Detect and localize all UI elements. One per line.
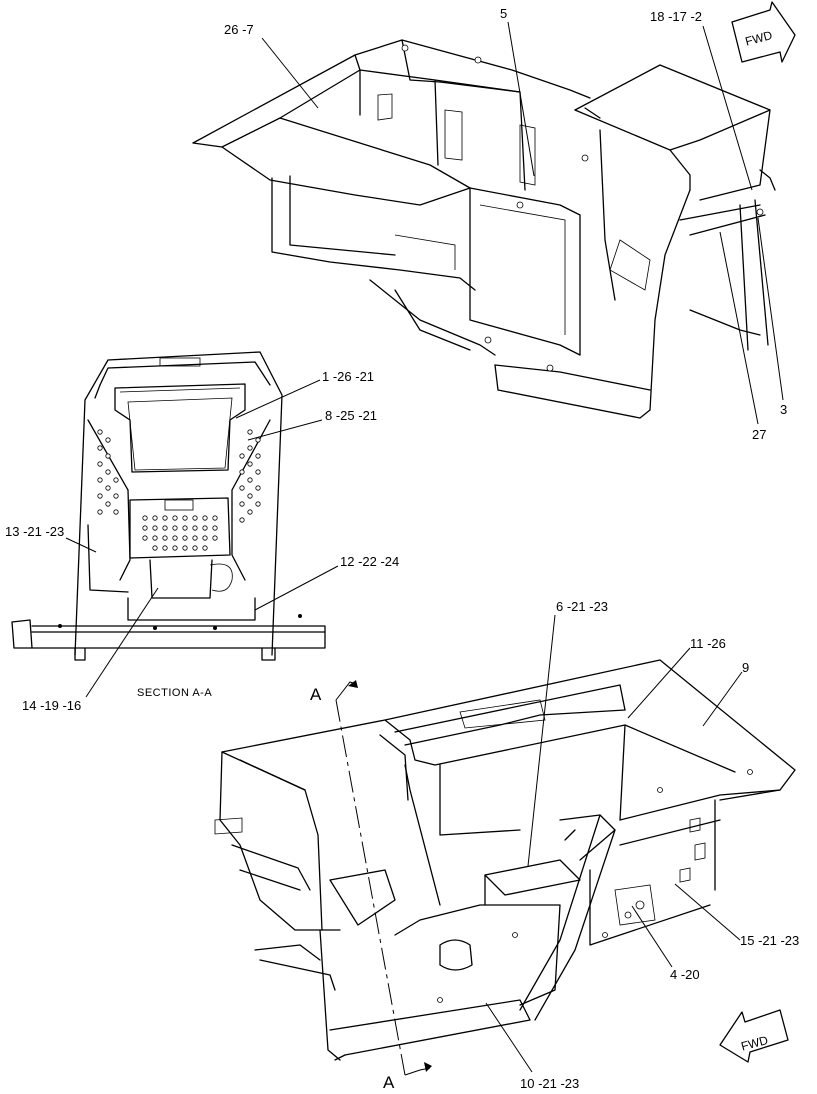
callout-9: 9 xyxy=(742,660,749,675)
perforations xyxy=(97,429,261,551)
callout-11-26: 11 -26 xyxy=(690,636,726,651)
callout-26-7: 26 -7 xyxy=(224,22,254,37)
callout-15-21-23: 15 -21 -23 xyxy=(740,933,799,948)
section-marker-bottom: A xyxy=(383,1073,395,1092)
callout-14-19-16: 14 -19 -16 xyxy=(22,698,81,713)
fwd-label-bottom: FWD xyxy=(739,1033,769,1054)
callout-5: 5 xyxy=(500,6,507,21)
callout-6-21-23: 6 -21 -23 xyxy=(556,599,608,614)
callout-4-20: 4 -20 xyxy=(670,967,700,982)
fwd-arrow-bottom: FWD xyxy=(719,1009,789,1063)
callout-27: 27 xyxy=(752,427,766,442)
section-callouts: 1 -26 -21 8 -25 -21 13 -21 -23 12 -22 -2… xyxy=(5,369,399,713)
callout-18-17-2: 18 -17 -2 xyxy=(650,9,702,24)
section-a-a-view: SECTION A-A xyxy=(11,351,326,699)
callout-3: 3 xyxy=(780,402,787,417)
section-marker-top: A xyxy=(310,685,322,704)
callout-12-22-24: 12 -22 -24 xyxy=(340,554,399,569)
callout-10-21-23: 10 -21 -23 xyxy=(520,1076,579,1091)
section-line-a-a: A A xyxy=(310,680,432,1092)
fwd-label-top: FWD xyxy=(744,28,774,49)
section-title: SECTION A-A xyxy=(137,687,212,699)
top-callouts: 26 -7 5 18 -17 -2 3 27 xyxy=(224,6,787,442)
bottom-assembly-view xyxy=(214,659,796,1061)
fwd-arrow-top: FWD xyxy=(731,1,796,63)
top-assembly-view xyxy=(192,39,776,419)
callout-13-21-23: 13 -21 -23 xyxy=(5,524,64,539)
bottom-callouts: 6 -21 -23 11 -26 9 15 -21 -23 4 -20 10 -… xyxy=(485,599,799,1091)
callout-1-26-21: 1 -26 -21 xyxy=(322,369,374,384)
callout-8-25-21: 8 -25 -21 xyxy=(325,408,377,423)
